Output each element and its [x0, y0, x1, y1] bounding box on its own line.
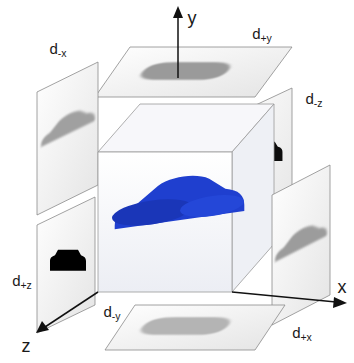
car-model: [112, 168, 244, 230]
axis-label: y: [188, 9, 197, 27]
plane-label: d+y: [252, 26, 272, 44]
axis-label: x: [338, 278, 347, 296]
plane-label: d-x: [49, 41, 66, 59]
depth-plane: [95, 47, 292, 97]
plane-label: d+z: [12, 273, 32, 291]
axis: [36, 292, 98, 333]
depth-plane: [105, 305, 285, 350]
axis: [232, 292, 347, 308]
plane-label: d+x: [292, 325, 312, 343]
volume-cube: [98, 104, 274, 292]
depth-plane: [37, 62, 98, 215]
plane-label: d-z: [305, 91, 322, 109]
axis: [173, 6, 183, 78]
axis-label: z: [22, 337, 31, 355]
plane-label: d-y: [103, 304, 120, 322]
